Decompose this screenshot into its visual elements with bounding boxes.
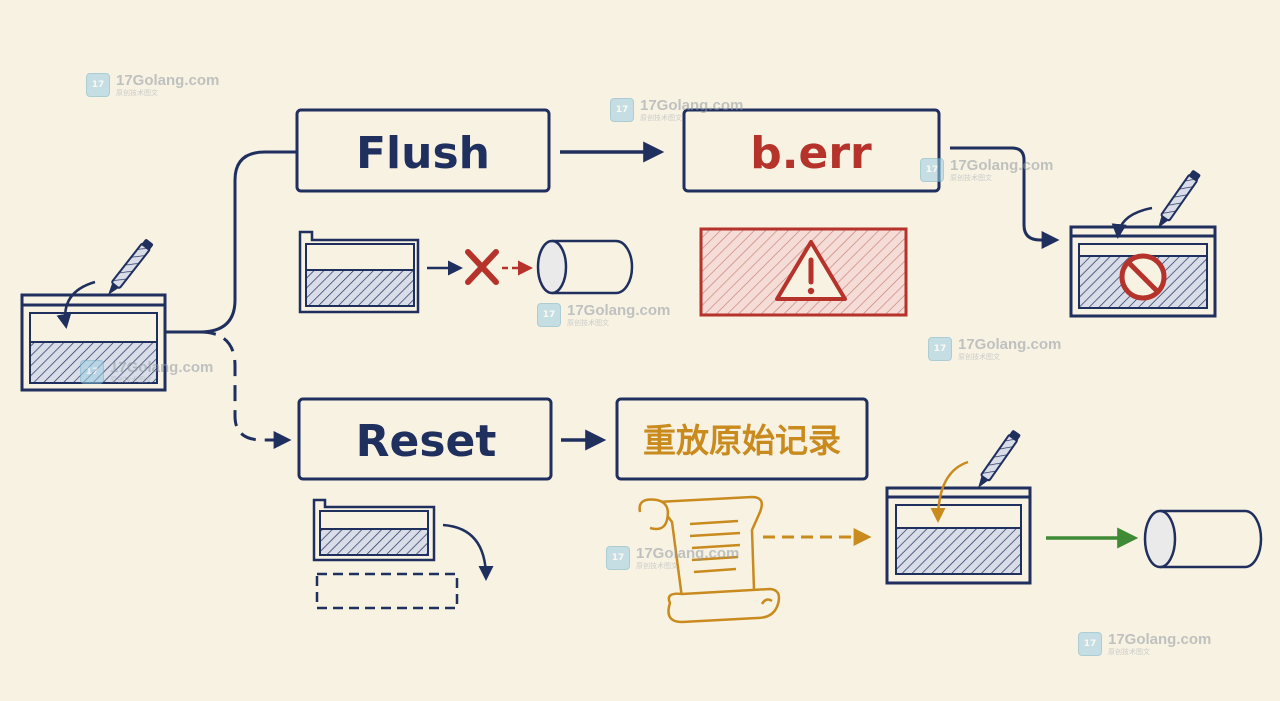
- write-arrow: [56, 280, 96, 329]
- refilled-buffer: [885, 486, 1032, 585]
- empty-buffer-outline: [315, 572, 459, 610]
- warning-icon: [775, 240, 847, 301]
- buffer-icon: [298, 230, 420, 314]
- berr-label: b.err: [750, 128, 872, 179]
- reset-label: Reset: [356, 416, 497, 467]
- write-arrow: [1111, 206, 1153, 239]
- pen-icon: [1152, 168, 1203, 232]
- replay-node: [615, 397, 869, 481]
- berr-node: [682, 108, 941, 193]
- write-arrow: [930, 460, 969, 523]
- cylinder-icon: [1143, 509, 1263, 569]
- connector-to-reset: [199, 330, 292, 449]
- flush-node: [295, 108, 551, 193]
- scroll-icon: [638, 495, 781, 624]
- reset-buffer-icon: [312, 498, 436, 562]
- cylinder-icon: [536, 239, 634, 295]
- source-buffer: [20, 293, 167, 392]
- cross-icon: [465, 249, 499, 285]
- reset-node: [297, 397, 553, 481]
- pen-icon: [972, 428, 1023, 492]
- discard-arrow: [442, 523, 494, 581]
- replay-label: 重放原始记录: [643, 421, 841, 460]
- flush-label: Flush: [356, 128, 490, 179]
- arrow-berr-to-blocked: [950, 146, 1060, 249]
- connector-to-flush: [165, 150, 297, 334]
- pen-icon: [103, 237, 155, 300]
- prohibit-icon: [1119, 253, 1167, 301]
